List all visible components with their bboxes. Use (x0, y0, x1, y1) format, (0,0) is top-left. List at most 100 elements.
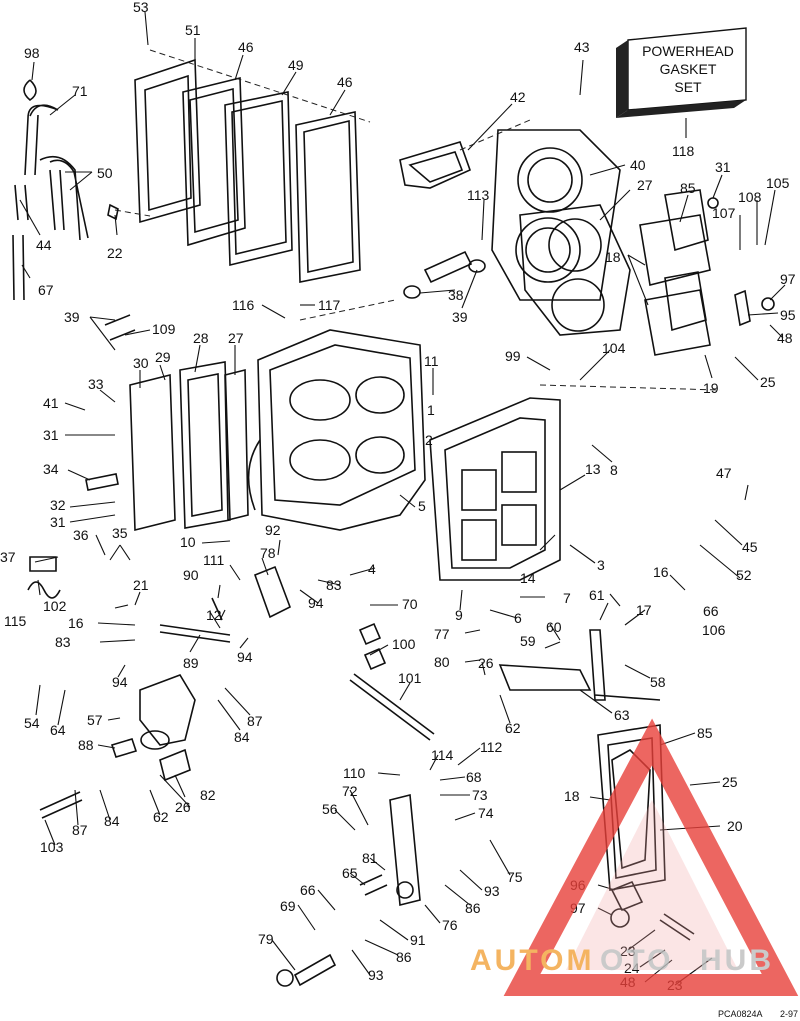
part-label: 81 (362, 850, 378, 866)
part-label: 32 (50, 497, 66, 513)
part-label: 41 (43, 395, 59, 411)
part-label: 109 (152, 321, 176, 337)
part-label: 16 (653, 564, 669, 580)
throttle-linkage-left (39, 565, 292, 819)
part-label: 67 (38, 282, 54, 298)
part-label: 97 (780, 271, 796, 287)
part-label: 111 (203, 552, 224, 568)
part-label: 46 (238, 39, 254, 55)
figure-code: PCA0824A (718, 1009, 763, 1019)
part-label: 90 (183, 567, 199, 583)
part-label: 26 (478, 655, 494, 671)
part-label: 106 (702, 622, 726, 638)
part-label: 73 (472, 787, 488, 803)
part-label: 89 (183, 655, 199, 671)
watermark-triangle-icon (503, 718, 799, 996)
hoses-group (12, 79, 119, 301)
part-label: 105 (766, 175, 790, 191)
kit-box-line1: POWERHEAD (642, 43, 734, 59)
part-label: 84 (104, 813, 120, 829)
part-label: 87 (247, 713, 263, 729)
part-label: 7 (563, 590, 571, 606)
part-label: 8 (610, 462, 618, 478)
part-label: 51 (185, 22, 201, 38)
part-label: 94 (308, 595, 324, 611)
watermark-text-left: AUTOM (470, 944, 594, 977)
part-label: 31 (715, 159, 731, 175)
part-label: 33 (88, 376, 104, 392)
part-label: 91 (410, 932, 426, 948)
part-label: 60 (546, 619, 562, 635)
part-label: 79 (258, 931, 274, 947)
part-label: 4 (368, 561, 376, 577)
part-label: 93 (368, 967, 384, 983)
bypass-cover-group (27, 314, 249, 599)
part-label: 12 (206, 607, 222, 623)
part-label: 101 (398, 670, 422, 686)
part-label: 117 (318, 297, 341, 313)
part-label: 31 (50, 514, 66, 530)
part-label: 103 (40, 839, 64, 855)
part-label: 49 (288, 57, 304, 73)
part-label: 85 (680, 180, 696, 196)
part-label: 84 (234, 729, 250, 745)
part-label: 62 (505, 720, 521, 736)
part-label: 69 (280, 898, 296, 914)
part-label: 48 (777, 330, 793, 346)
crankcase-half (429, 384, 721, 581)
part-label: 83 (326, 577, 342, 593)
part-label: 74 (478, 805, 494, 821)
part-label: 16 (68, 615, 84, 631)
part-label: 62 (153, 809, 169, 825)
part-label: 80 (434, 654, 450, 670)
part-label: 38 (448, 287, 464, 303)
part-label: 93 (484, 883, 500, 899)
part-label: 63 (614, 707, 630, 723)
cover-plates-group (114, 49, 371, 283)
part-label: 88 (78, 737, 94, 753)
part-label: 95 (780, 307, 796, 323)
part-label: 2 (425, 432, 433, 448)
part-label: 25 (760, 374, 776, 390)
part-label: 1 (427, 402, 435, 418)
part-label: 115 (4, 613, 27, 629)
figure-date: 2-97 (780, 1009, 798, 1019)
part-label: 94 (112, 674, 128, 690)
part-label: 75 (507, 869, 523, 885)
part-label: 24 (624, 960, 640, 976)
throttle-linkage-center (349, 622, 661, 907)
part-label: 19 (703, 380, 719, 396)
part-label: 116 (232, 297, 255, 313)
part-label: 6 (514, 610, 522, 626)
part-label: 23 (620, 943, 636, 959)
part-label: 13 (585, 461, 601, 477)
part-label: 102 (43, 598, 67, 614)
part-label: 64 (50, 722, 66, 738)
part-label: 17 (636, 602, 652, 618)
part-label: 39 (64, 309, 80, 325)
part-label: 83 (55, 634, 71, 650)
part-label: 5 (418, 498, 426, 514)
part-label: 66 (703, 603, 719, 619)
part-label: 61 (589, 587, 605, 603)
part-label: 68 (466, 769, 482, 785)
part-label: 39 (452, 309, 468, 325)
kit-box-line3: SET (674, 79, 702, 95)
part-label: 42 (510, 89, 526, 105)
part-label: 34 (43, 461, 59, 477)
part-label: 29 (155, 349, 171, 365)
part-label: 11 (424, 353, 439, 369)
part-label: 107 (712, 205, 736, 221)
part-label: 94 (237, 649, 253, 665)
part-label: 58 (650, 674, 666, 690)
part-label: 47 (716, 465, 732, 481)
part-label: 98 (24, 45, 40, 61)
part-label: 14 (520, 570, 536, 586)
part-label: 70 (402, 596, 418, 612)
watermark-text-right: HUB (700, 944, 774, 977)
part-label: 113 (467, 187, 490, 203)
part-label: 100 (392, 636, 416, 652)
part-label: 27 (637, 177, 653, 193)
part-label: 59 (520, 633, 536, 649)
